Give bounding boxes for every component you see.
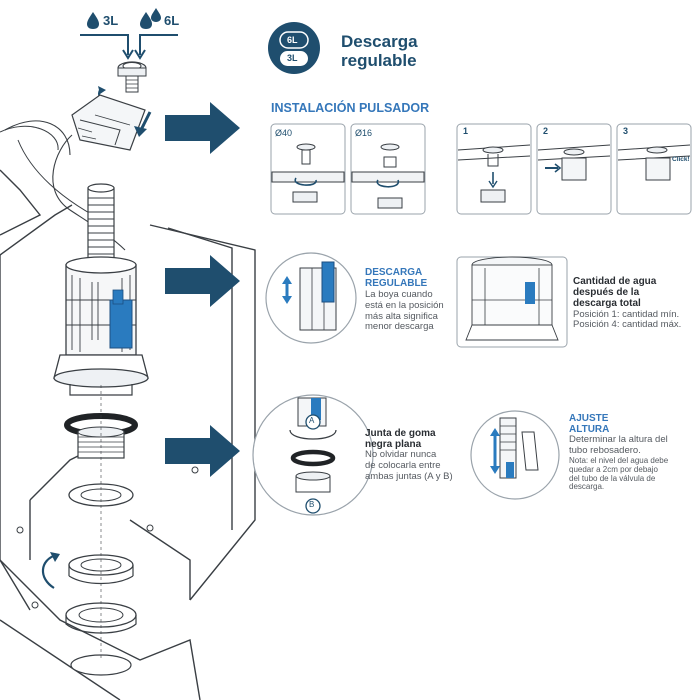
push-button-assembly (17, 8, 178, 251)
quantity-heading-3: descarga total (573, 298, 641, 310)
regulable-heading-1: DESCARGA (365, 267, 423, 278)
height-body-2: tubo rebosadero. (569, 445, 641, 456)
height-note-2: quedar a 2cm por debajo (569, 464, 658, 474)
quantity-heading-1: Cantidad de agua (573, 276, 657, 287)
size-label-40: Ø40 (275, 128, 293, 138)
pointer-arrows (165, 102, 240, 477)
regulable-body-4: menor descarga (365, 321, 434, 333)
install-heading: INSTALACIÓN PULSADOR (271, 101, 430, 115)
page-title: Descarga regulable (341, 32, 418, 70)
height-heading-2: ALTURA (569, 424, 610, 436)
quantity-detail-panel (456, 256, 568, 348)
title-line2: regulable (341, 50, 417, 70)
height-note-3: del tubo de la válvula de (569, 473, 656, 483)
regulable-body-2: está en la posición (365, 300, 444, 311)
quantity-text: Cantidad de agua después de la descarga … (573, 276, 698, 331)
gasket-heading-2: negra plana (365, 439, 422, 451)
step-2: 2 (543, 126, 549, 136)
gasket-text: Junta de goma negra plana No olvidar nun… (365, 428, 460, 482)
gasket-body-1: No olvidar nunca (365, 449, 437, 461)
title-line1: Descarga (341, 32, 418, 51)
badge-6l: 6L (287, 35, 298, 45)
label-3l: 3L (103, 13, 119, 28)
quantity-pos4: Posición 4: cantidad máx. (573, 319, 682, 331)
height-detail-circle (470, 410, 560, 500)
gasket-heading-1: Junta de goma (365, 428, 436, 439)
regulable-heading-2: REGULABLE (365, 278, 428, 290)
capacity-badge (268, 22, 320, 74)
quantity-pos1: Posición 1: cantidad mín. (573, 308, 680, 320)
height-note-4: descarga. (569, 482, 605, 492)
regulable-body-1: La boya cuando (365, 289, 433, 301)
height-body-1: Determinar la altura del (569, 434, 668, 446)
height-text: AJUSTE ALTURA Determinar la altura del t… (569, 413, 699, 492)
size-label-16: Ø16 (355, 128, 373, 138)
gasket-body-2: de colocarla entre (365, 460, 441, 471)
click-label: Click! (672, 156, 690, 163)
float-detail-circle (265, 252, 357, 344)
panel-drawings (271, 143, 691, 209)
label-6l: 6L (164, 13, 180, 28)
height-heading-1: AJUSTE (569, 413, 609, 424)
flush-valve-body (16, 183, 199, 676)
gasket-detail-circle (252, 394, 374, 516)
install-panels (270, 123, 692, 215)
gasket-label-b: B (309, 500, 315, 509)
badge-3l: 3L (287, 53, 298, 63)
gasket-body-3: ambas juntas (A y B) (365, 470, 453, 482)
regulable-text: DESCARGA REGULABLE La boya cuando está e… (365, 267, 450, 333)
height-note-1: Nota: el nivel del agua debe (569, 455, 669, 465)
step-3: 3 (623, 126, 629, 136)
regulable-body-3: más alta significa (365, 310, 438, 322)
quantity-heading-2: después de la (573, 287, 640, 299)
step-1: 1 (463, 126, 469, 136)
gasket-label-a: A (309, 416, 315, 425)
